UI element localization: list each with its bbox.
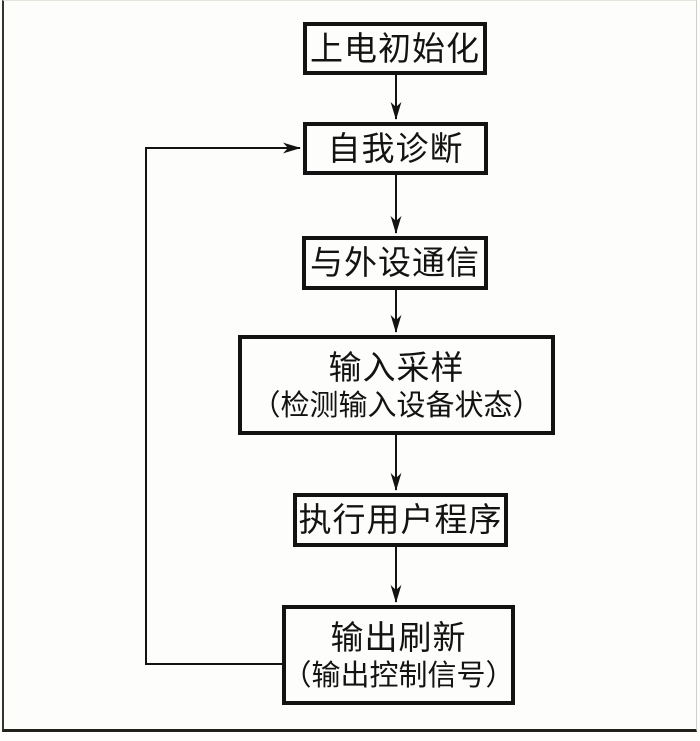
node-label: 上电初始化 xyxy=(310,28,480,68)
node-label: 输出刷新 xyxy=(330,617,467,657)
node-label: 执行用户程序 xyxy=(298,500,503,540)
node-sublabel: （输出控制信号） xyxy=(282,658,515,693)
flow-node-power-on-init: 上电初始化 xyxy=(303,22,487,75)
flow-node-peripheral-comm: 与外设通信 xyxy=(302,236,488,290)
edge-feedback-loop xyxy=(145,142,301,665)
flow-node-input-sampling: 输入采样 （检测输入设备状态） xyxy=(238,335,555,435)
flow-node-output-refresh: 输出刷新 （输出控制信号） xyxy=(282,605,515,705)
flow-node-self-diagnosis: 自我诊断 xyxy=(303,122,488,175)
node-label: 与外设通信 xyxy=(310,243,480,283)
node-label: 输入采样 xyxy=(328,347,465,387)
node-sublabel: （检测输入设备状态） xyxy=(251,388,542,423)
node-label: 自我诊断 xyxy=(327,128,464,168)
flow-node-run-user-program: 执行用户程序 xyxy=(293,493,508,547)
